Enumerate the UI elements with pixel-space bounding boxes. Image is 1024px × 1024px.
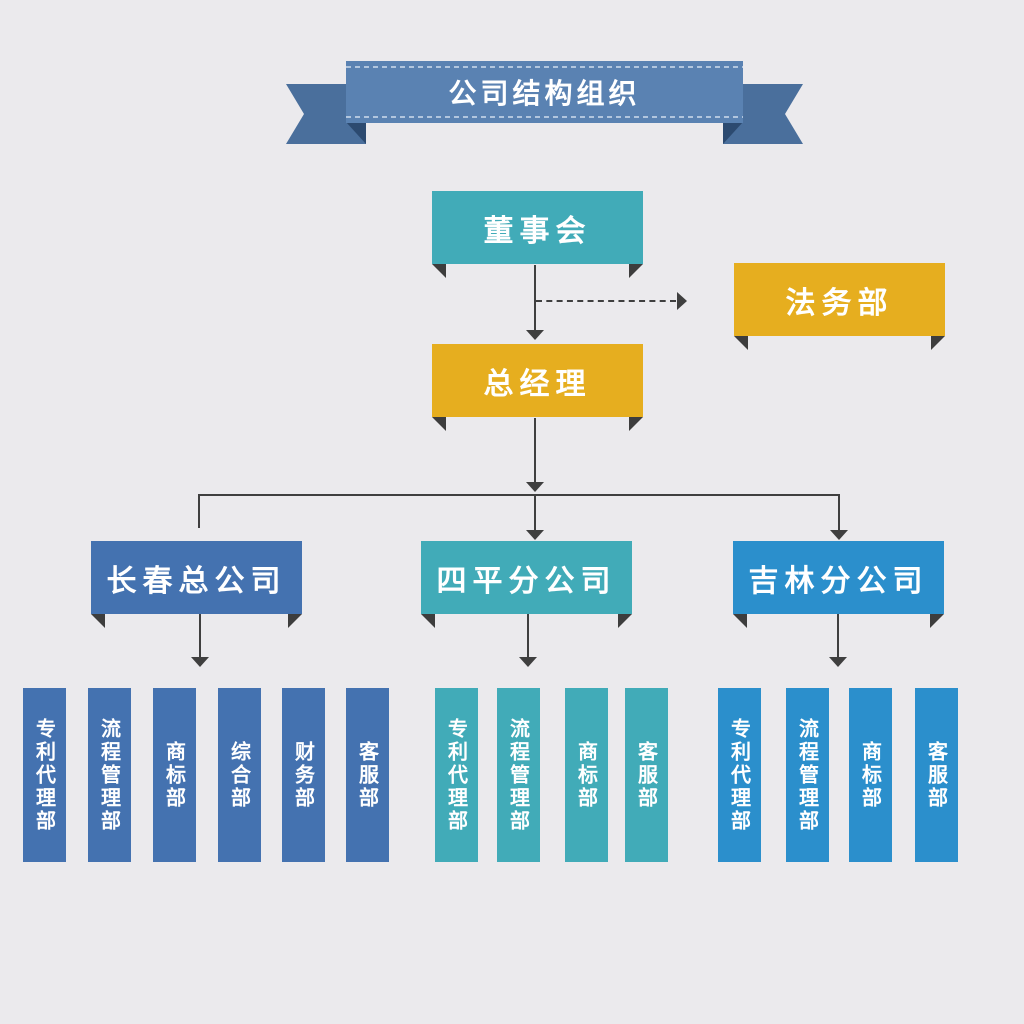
arrow-changchun-depts	[191, 657, 209, 667]
dept-box: 商标部	[849, 688, 892, 862]
arrow-to-jilin	[830, 530, 848, 540]
arrow-to-siping	[526, 530, 544, 540]
fold-corner	[931, 336, 945, 350]
fold-corner	[421, 614, 435, 628]
board-label: 董事会	[483, 213, 592, 249]
branch-label: 吉林分公司	[748, 563, 929, 599]
dept-label: 商标部	[574, 740, 599, 810]
connector-gm-trunk	[534, 418, 536, 484]
dept-box: 客服部	[346, 688, 389, 862]
dept-label: 客服部	[355, 740, 380, 810]
connector-board-legal	[536, 300, 676, 302]
dept-label: 流程管理部	[97, 717, 122, 833]
fold-corner	[629, 417, 643, 431]
dept-box: 客服部	[915, 688, 958, 862]
dept-box: 流程管理部	[786, 688, 829, 862]
dept-box: 专利代理部	[718, 688, 761, 862]
dept-label: 综合部	[227, 740, 252, 810]
arrow-trunk	[526, 482, 544, 492]
title-ribbon	[286, 61, 803, 144]
dept-box: 流程管理部	[497, 688, 540, 862]
arrow-jilin-depts	[829, 657, 847, 667]
dept-label: 流程管理部	[795, 717, 820, 833]
connector-horizontal	[198, 494, 839, 496]
dept-box: 商标部	[565, 688, 608, 862]
arrow-siping-depts	[519, 657, 537, 667]
fold-corner	[733, 614, 747, 628]
branch-label: 长春总公司	[106, 563, 287, 599]
connector-to-jilin	[838, 494, 840, 530]
dept-box: 专利代理部	[435, 688, 478, 862]
dept-label: 商标部	[858, 740, 883, 810]
fold-corner	[629, 264, 643, 278]
branch-label: 四平分公司	[436, 563, 617, 599]
branch-siping: 四平分公司	[421, 541, 632, 628]
legal-box: 法务部	[734, 263, 945, 350]
dept-box: 流程管理部	[88, 688, 131, 862]
dept-box: 商标部	[153, 688, 196, 862]
connector-to-siping	[534, 494, 536, 530]
dept-box: 综合部	[218, 688, 261, 862]
dept-label: 专利代理部	[32, 717, 57, 833]
gm-box: 总经理	[432, 344, 643, 431]
gm-label: 总经理	[483, 366, 592, 402]
fold-corner	[432, 264, 446, 278]
dept-label: 客服部	[924, 740, 949, 810]
fold-corner	[734, 336, 748, 350]
fold-corner	[288, 614, 302, 628]
branch-changchun: 长春总公司	[91, 541, 302, 628]
connector-changchun-depts	[199, 614, 201, 658]
fold-corner	[432, 417, 446, 431]
dept-label: 客服部	[634, 740, 659, 810]
legal-label: 法务部	[785, 285, 894, 321]
dept-box: 客服部	[625, 688, 668, 862]
connector-siping-depts	[527, 614, 529, 658]
dept-box: 专利代理部	[23, 688, 66, 862]
fold-corner	[618, 614, 632, 628]
arrow-to-gm	[526, 330, 544, 340]
dept-label: 流程管理部	[506, 717, 531, 833]
connector-board-gm	[534, 265, 536, 333]
board-box: 董事会	[432, 191, 643, 278]
dept-label: 专利代理部	[727, 717, 752, 833]
dept-label: 商标部	[162, 740, 187, 810]
dept-label: 专利代理部	[444, 717, 469, 833]
fold-corner	[930, 614, 944, 628]
connector-jilin-depts	[837, 614, 839, 658]
fold-corner	[91, 614, 105, 628]
branch-jilin: 吉林分公司	[733, 541, 944, 628]
connector-to-changchun	[198, 494, 200, 528]
dept-box: 财务部	[282, 688, 325, 862]
page-title: 公司结构组织	[448, 77, 641, 110]
arrow-to-legal	[677, 292, 687, 310]
dept-label: 财务部	[291, 740, 316, 810]
